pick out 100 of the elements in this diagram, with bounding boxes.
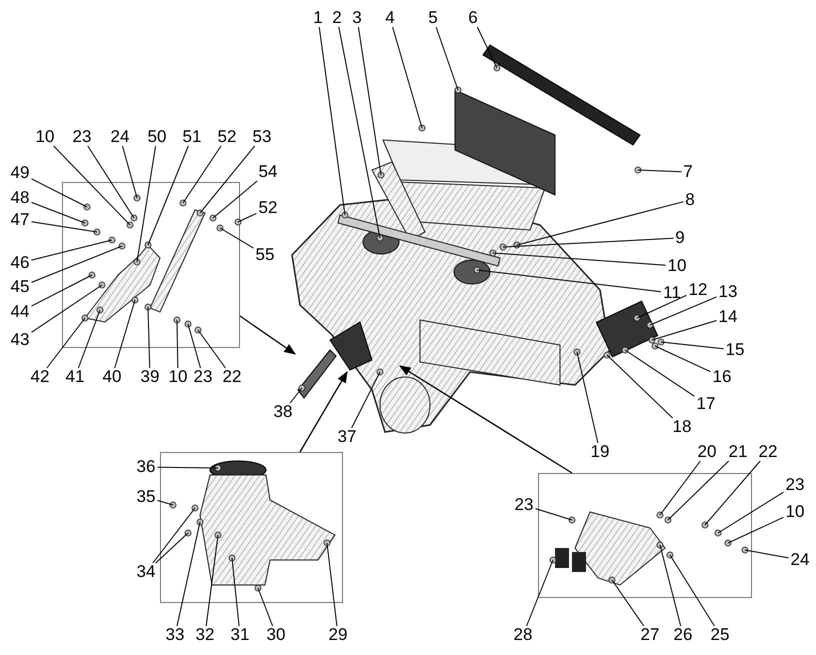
leader-line: [668, 460, 730, 520]
leader-line: [46, 318, 86, 368]
leader-line: [744, 550, 789, 558]
arrow: [399, 365, 572, 474]
leader-line: [31, 284, 102, 333]
leader-line: [516, 201, 684, 246]
leader-line: [351, 372, 380, 428]
leader-line: [182, 146, 222, 204]
callout-number: 32: [196, 626, 214, 644]
callout-number: 5: [428, 9, 438, 27]
callout-number: 26: [674, 626, 692, 644]
leader-line: [728, 516, 784, 544]
callout-number: 2: [332, 9, 342, 27]
leader-line: [318, 26, 346, 216]
callout-number: 36: [136, 458, 156, 476]
callout-number: 28: [514, 626, 532, 644]
air-duct-drawing: [169, 460, 336, 591]
leader-line: [535, 508, 572, 520]
leader-line: [212, 180, 258, 218]
leader-line: [502, 238, 674, 248]
leader-line: [650, 296, 717, 326]
callout-number: 40: [102, 368, 122, 386]
callout-number: 19: [590, 443, 610, 461]
callout-number: 13: [718, 283, 738, 301]
leader-line: [31, 246, 122, 283]
callout-number: 9: [675, 229, 685, 247]
leader-line: [660, 460, 701, 516]
leader-line: [206, 534, 218, 626]
callout-number: 47: [10, 211, 30, 229]
callout-number: 10: [668, 257, 686, 275]
inset-frame: [160, 452, 343, 603]
callout-number: 15: [726, 341, 744, 359]
callout-number: 16: [712, 368, 732, 386]
callout-number: 24: [790, 551, 810, 569]
leader-line: [157, 500, 174, 506]
leader-line: [338, 26, 380, 238]
leader-line: [87, 146, 134, 218]
callout-number: 10: [786, 503, 804, 521]
leader-line: [220, 228, 254, 249]
callout-number: 34: [136, 563, 156, 581]
leader-line: [31, 274, 92, 307]
leader-line: [606, 354, 674, 418]
leader-line: [114, 300, 136, 368]
callout-number: 30: [266, 626, 286, 644]
leader-line: [704, 460, 761, 526]
inset-frame: [62, 182, 240, 348]
callout-number: 41: [66, 368, 84, 386]
leader-line: [200, 146, 256, 214]
leader-line: [612, 580, 644, 626]
leader-line: [718, 492, 784, 534]
leader-line: [476, 270, 662, 292]
leader-line: [624, 350, 695, 397]
callout-number: 51: [182, 128, 202, 146]
leader-line: [660, 342, 724, 350]
callout-number: 37: [338, 428, 356, 446]
leader-line: [652, 320, 717, 340]
callout-number: 35: [136, 488, 156, 506]
leader-line: [232, 558, 240, 626]
callout-number: 22: [758, 443, 778, 461]
callout-number: 10: [168, 368, 188, 386]
callout-number: 43: [10, 331, 30, 349]
leader-line: [290, 388, 302, 404]
leader-line: [78, 310, 100, 368]
callout-number: 45: [10, 278, 30, 296]
callout-number: 7: [683, 163, 693, 181]
leader-line: [31, 202, 86, 224]
leader-line: [660, 544, 682, 626]
callout-number: 38: [274, 403, 292, 421]
callout-number: 21: [728, 443, 748, 461]
leader-line: [358, 26, 382, 176]
callout-number: 3: [352, 9, 362, 27]
leader-line: [148, 146, 189, 246]
leader-line: [526, 560, 554, 626]
callout-number: 24: [110, 128, 130, 146]
leader-line: [31, 221, 98, 232]
leader-line: [31, 240, 112, 261]
callout-number: 8: [685, 191, 695, 209]
leader-line: [238, 212, 257, 222]
callout-number: 50: [148, 128, 166, 146]
leader-line: [392, 26, 422, 128]
leader-line: [148, 306, 150, 368]
callout-number: 33: [166, 626, 184, 644]
callout-number: 46: [10, 254, 30, 272]
leader-line: [654, 346, 711, 372]
callout-number: 29: [328, 626, 348, 644]
callout-number: 52: [218, 128, 236, 146]
callout-number: 54: [258, 163, 278, 181]
callout-number: 23: [786, 476, 804, 494]
callout-number: 42: [30, 368, 50, 386]
arrow: [299, 371, 348, 452]
callout-number: 23: [194, 368, 212, 386]
leader-line: [476, 26, 498, 68]
leader-line: [638, 170, 682, 172]
leader-line: [188, 324, 201, 368]
leader-line: [198, 330, 226, 368]
callout-number: 4: [385, 9, 395, 27]
callout-number: 31: [230, 626, 250, 644]
leader-line: [53, 146, 130, 226]
callout-number: 49: [10, 164, 30, 182]
callout-number: 10: [36, 128, 54, 146]
